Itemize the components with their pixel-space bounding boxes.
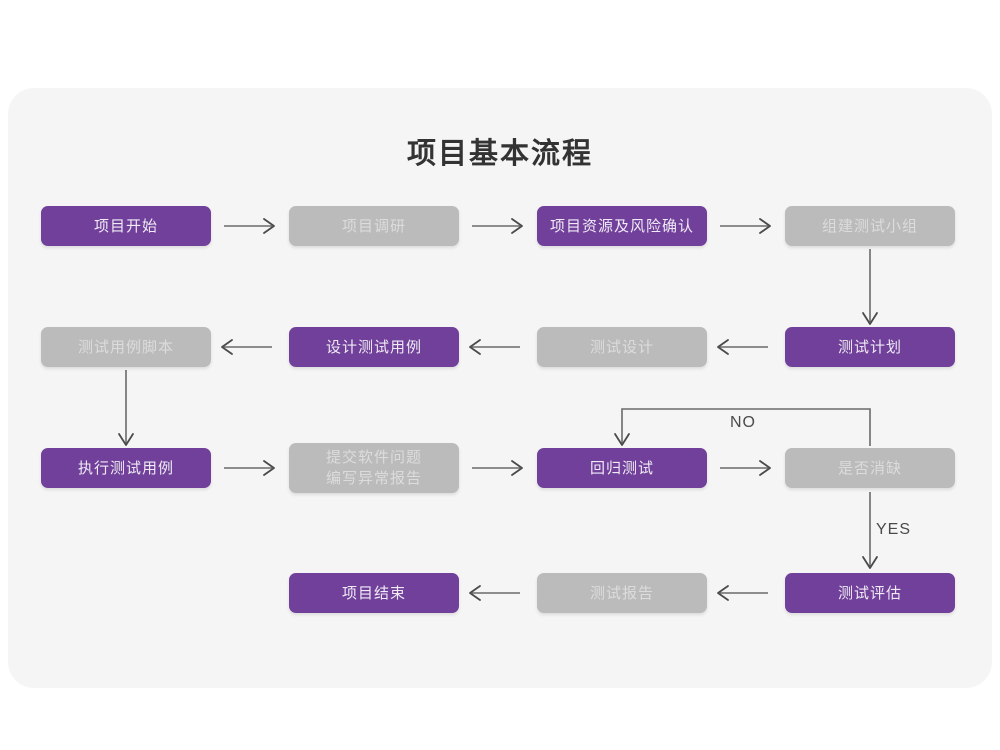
node-test-evaluation[interactable]: 测试评估 <box>785 573 955 613</box>
node-resource-risk-confirm[interactable]: 项目资源及风险确认 <box>537 206 707 246</box>
node-project-research[interactable]: 项目调研 <box>289 206 459 246</box>
node-test-plan[interactable]: 测试计划 <box>785 327 955 367</box>
node-test-report[interactable]: 测试报告 <box>537 573 707 613</box>
node-design-test-case[interactable]: 设计测试用例 <box>289 327 459 367</box>
node-project-end[interactable]: 项目结束 <box>289 573 459 613</box>
node-build-test-team[interactable]: 组建测试小组 <box>785 206 955 246</box>
node-test-case-script[interactable]: 测试用例脚本 <box>41 327 211 367</box>
node-test-design[interactable]: 测试设计 <box>537 327 707 367</box>
node-execute-test-case[interactable]: 执行测试用例 <box>41 448 211 488</box>
node-regression-test[interactable]: 回归测试 <box>537 448 707 488</box>
node-project-start[interactable]: 项目开始 <box>41 206 211 246</box>
branch-label-yes: YES <box>876 521 912 538</box>
node-defect-resolved[interactable]: 是否消缺 <box>785 448 955 488</box>
node-submit-defect-report[interactable]: 提交软件问题 编写异常报告 <box>289 443 459 493</box>
page-title: 项目基本流程 <box>406 138 593 170</box>
branch-label-no: NO <box>730 414 756 431</box>
